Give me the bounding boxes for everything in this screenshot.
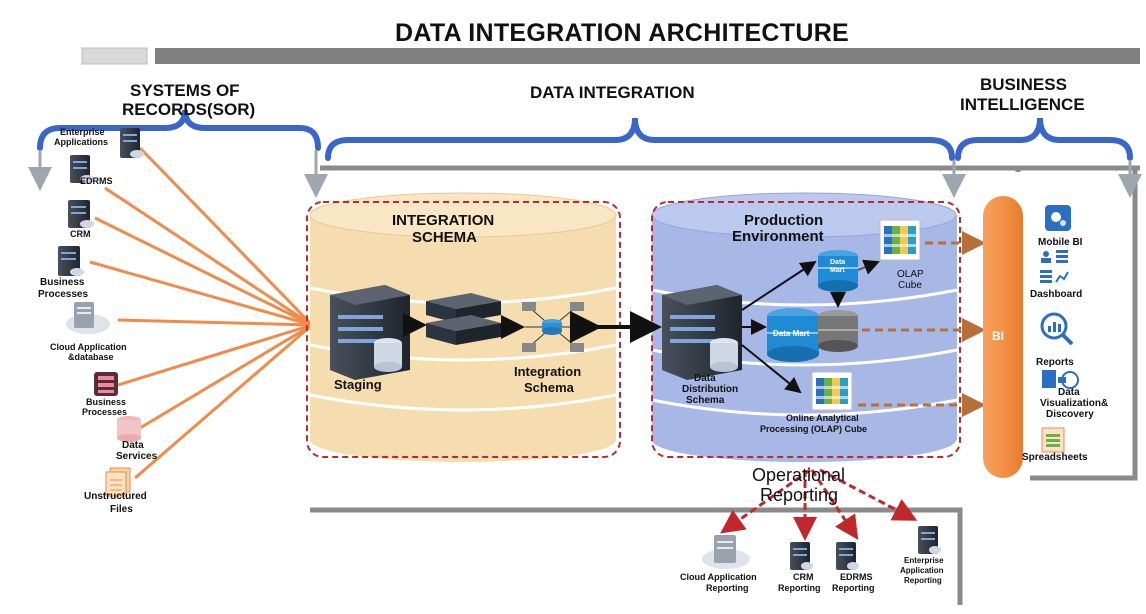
bi-heading-line2: INTELLIGENCE — [960, 95, 1085, 114]
source-label-cloud-1: Cloud Application — [50, 342, 127, 352]
sor-brace — [37, 109, 321, 151]
title-light-bar — [81, 47, 148, 65]
bi-output-viz-2: Visualization& — [1040, 398, 1109, 409]
source-label-edrms: EDRMS — [80, 176, 113, 186]
data-mart-middle-icon — [767, 308, 819, 362]
distribution-server-icon — [662, 285, 742, 380]
data-mart-top-icon — [818, 250, 858, 292]
bi-output-mobile: Mobile BI — [1038, 237, 1083, 248]
source-label-cloud-2: &database — [68, 352, 114, 362]
source-label-bp1-1: Business — [40, 277, 85, 288]
source-label-ds-2: Services — [116, 451, 158, 462]
reporting-ent-3: Reporting — [904, 576, 942, 585]
staging-server-icon — [330, 285, 410, 380]
olap-full-label-2: Processing (OLAP) Cube — [760, 424, 868, 434]
source-label-bp2-1: Business — [86, 397, 127, 407]
source-label-crm: CRM — [70, 229, 91, 239]
bi-pill — [983, 196, 1023, 478]
reporting-cloud-1: Cloud Application — [680, 572, 757, 582]
dds-label-3: Schema — [686, 395, 725, 406]
source-label-bp2-2: Processes — [82, 407, 128, 417]
olap-label-2: Cube — [898, 280, 922, 291]
source-label-enterprise-1: Enterprise — [60, 127, 105, 137]
sor-heading-line2: RECORDS(SOR) — [122, 100, 256, 119]
bi-brace — [955, 117, 1133, 161]
gray-database-icon — [818, 310, 858, 352]
production-heading-line1: Production — [744, 212, 824, 229]
integration-heading-line2: SCHEMA — [412, 229, 478, 246]
bi-output-spreadsheets: Spreadsheets — [1022, 452, 1088, 463]
title-gray-bar — [155, 48, 1140, 64]
reporting-icons — [702, 526, 941, 570]
operational-arrows — [720, 468, 918, 541]
reporting-cloud-2: Reporting — [706, 583, 749, 593]
bi-output-reports: Reports — [1036, 357, 1074, 368]
source-label-ds-1: Data — [122, 440, 144, 451]
reporting-crm-2: Reporting — [778, 583, 821, 593]
bottom-bus-line — [310, 507, 963, 605]
blade-server-icon — [426, 293, 501, 345]
source-arrows — [89, 146, 314, 480]
bi-output-viz-3: Discovery — [1046, 409, 1094, 420]
bi-output-icons — [1040, 205, 1079, 453]
operational-label-2: Reporting — [760, 485, 839, 505]
right-bus-line — [1030, 168, 1138, 481]
dds-label-1: Data — [694, 373, 716, 384]
mart-top-label-1: Data — [830, 259, 846, 266]
integration-heading-line1: INTEGRATION — [392, 212, 495, 229]
reporting-edrms-2: Reporting — [832, 583, 875, 593]
olap-full-label-1: Online Analytical — [786, 413, 859, 423]
page-title: DATA INTEGRATION ARCHITECTURE — [395, 19, 850, 47]
staging-label: Staging — [334, 377, 382, 392]
production-heading-line2: Environment — [732, 228, 824, 245]
integration-schema-label-2: Schema — [524, 380, 574, 395]
source-label-bp1-2: Processes — [38, 289, 89, 300]
mart-middle-label: Data Mart — [773, 329, 810, 338]
reporting-ent-2: Application — [900, 566, 944, 575]
reporting-ent-1: Enterprise — [904, 556, 944, 565]
bi-pill-label: BI — [992, 329, 1004, 343]
dds-label-2: Distribution — [682, 384, 739, 395]
di-brace — [325, 117, 955, 161]
sor-heading-line1: SYSTEMS OF — [130, 81, 240, 100]
bi-feed-arrows — [858, 231, 986, 417]
source-icons — [58, 128, 144, 497]
olap-cube-bottom-icon — [811, 371, 853, 411]
olap-label-1: OLAP — [897, 269, 924, 280]
source-label-uf-1: Unstructured — [84, 491, 147, 502]
integration-dashed-box — [306, 201, 621, 458]
operational-label-1: Operational — [752, 465, 846, 485]
di-heading: DATA INTEGRATION — [530, 83, 695, 102]
reporting-edrms-1: EDRMS — [840, 572, 873, 582]
bi-heading-line1: BUSINESS — [980, 75, 1067, 94]
integration-schema-label-1: Integration — [514, 364, 582, 379]
bi-output-dashboard: Dashboard — [1030, 289, 1083, 300]
mart-top-label-2: Mart — [830, 267, 845, 274]
down-arrows — [28, 150, 1142, 198]
reporting-crm-1: CRM — [793, 572, 814, 582]
bi-output-viz-1: Data — [1058, 387, 1080, 398]
source-label-enterprise-2: Applications — [54, 137, 109, 147]
source-label-uf-2: Files — [110, 504, 133, 515]
olap-cube-top-icon — [879, 219, 921, 261]
